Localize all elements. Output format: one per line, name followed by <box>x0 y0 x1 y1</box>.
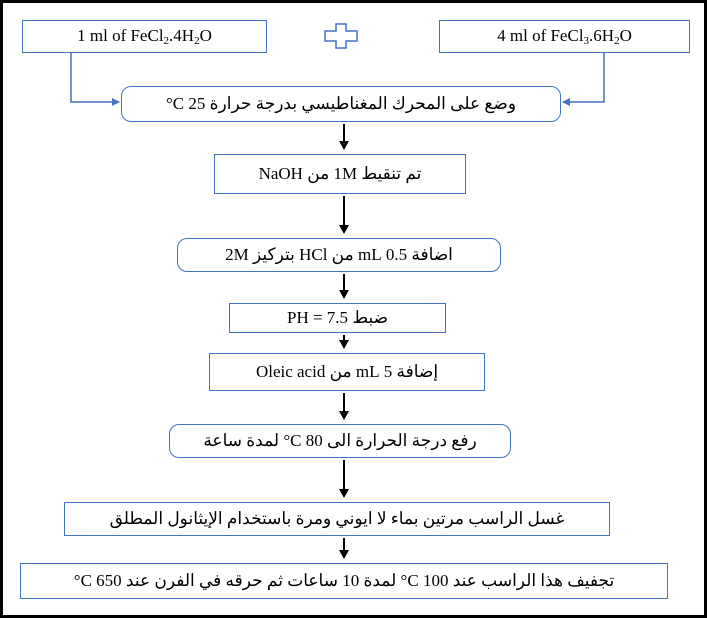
step-5-add-oleic-acid: إضافة 5 mL من Oleic acid <box>209 353 485 391</box>
step-2-naoh-dropwise: تم تنقيط 1M من NaOH <box>214 154 466 194</box>
flow-arrowhead-4 <box>339 340 349 349</box>
plus-icon <box>324 23 358 49</box>
flow-arrowhead-3 <box>339 290 349 299</box>
input-ferric-chloride: 4 ml of FeCl3.6H2O <box>439 20 690 53</box>
flow-arrowhead-2 <box>339 225 349 234</box>
ferric-formula: 4 ml of FeCl3.6H2O <box>497 26 632 47</box>
flow-arrowhead-1 <box>339 141 349 150</box>
connectors <box>70 53 605 559</box>
ferrous-formula: 1 ml of FeCl2.4H2O <box>77 26 212 47</box>
step-8-dry-and-calcine: تجفيف هذا الراسب عند 100 C° لمدة 10 ساعا… <box>20 563 668 599</box>
connector-right <box>562 53 605 106</box>
step-6-raise-temperature: رفع درجة الحرارة الى 80 C° لمدة ساعة <box>169 424 511 458</box>
flow-arrowhead-6 <box>339 489 349 498</box>
flow-arrowhead-5 <box>339 411 349 420</box>
connector-left <box>70 53 120 106</box>
step-7-wash-precipitate: غسل الراسب مرتين بماء لا ايوني ومرة باست… <box>64 502 610 536</box>
step-4-adjust-ph: ضبط PH = 7.5 <box>229 303 446 333</box>
flow-arrowhead-7 <box>339 550 349 559</box>
input-ferrous-chloride: 1 ml of FeCl2.4H2O <box>22 20 267 53</box>
flow-arrows <box>339 124 349 559</box>
step-3-add-hcl: اضافة 0.5 mL من HCl بتركيز 2M <box>177 238 501 272</box>
step-1-magnetic-stirrer: وضع على المحرك المغناطيسي بدرجة حرارة 25… <box>121 86 561 122</box>
